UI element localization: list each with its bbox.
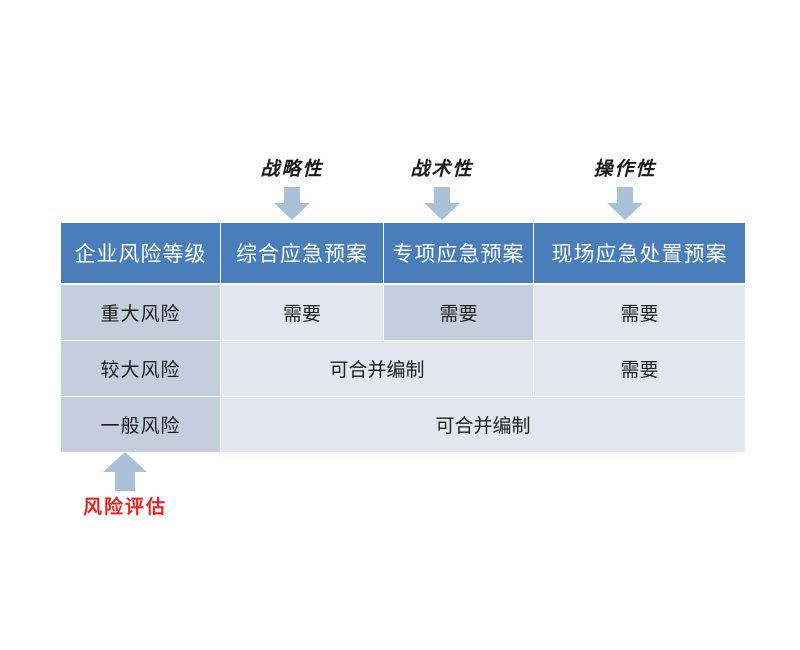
column-header-comprehensive-plan: 综合应急预案 bbox=[220, 222, 384, 285]
arrow-up-icon bbox=[103, 452, 147, 491]
arrow-down-icon bbox=[607, 187, 643, 220]
annotation-operational-label: 操作性 bbox=[593, 158, 657, 180]
arrow-down-icon bbox=[424, 187, 460, 220]
annotation-strategic: 战略性 bbox=[232, 160, 352, 221]
row-header-large-risk: 较大风险 bbox=[60, 340, 221, 397]
arrow-down-icon bbox=[274, 187, 310, 220]
cell-major-special: 需要 bbox=[383, 283, 534, 341]
annotation-risk-assessment-label: 风险评估 bbox=[82, 496, 167, 518]
table-header-row: 企业风险等级 综合应急预案 专项应急预案 现场应急处置预案 bbox=[60, 222, 746, 285]
annotation-tactical: 战术性 bbox=[382, 160, 502, 221]
risk-plan-matrix-table: 企业风险等级 综合应急预案 专项应急预案 现场应急处置预案 重大风险 需要 需要… bbox=[60, 222, 746, 453]
annotation-risk-assessment: 风险评估 bbox=[65, 450, 185, 517]
table-row: 重大风险 需要 需要 需要 bbox=[60, 283, 746, 341]
column-header-risk-level: 企业风险等级 bbox=[60, 222, 221, 285]
cell-large-onsite: 需要 bbox=[533, 340, 746, 397]
annotation-operational: 操作性 bbox=[565, 160, 685, 221]
table-row: 较大风险 可合并编制 需要 bbox=[60, 340, 746, 397]
table-row: 一般风险 可合并编制 bbox=[60, 396, 746, 453]
annotation-tactical-label: 战术性 bbox=[410, 158, 474, 180]
row-header-general-risk: 一般风险 bbox=[60, 396, 221, 453]
cell-large-merged: 可合并编制 bbox=[220, 340, 534, 397]
row-header-major-risk: 重大风险 bbox=[60, 283, 221, 341]
cell-major-onsite: 需要 bbox=[533, 283, 746, 341]
column-header-special-plan: 专项应急预案 bbox=[383, 222, 534, 285]
cell-general-merged: 可合并编制 bbox=[220, 396, 746, 453]
annotation-strategic-label: 战略性 bbox=[260, 158, 324, 180]
cell-major-comprehensive: 需要 bbox=[220, 283, 384, 341]
column-header-onsite-plan: 现场应急处置预案 bbox=[533, 222, 746, 285]
